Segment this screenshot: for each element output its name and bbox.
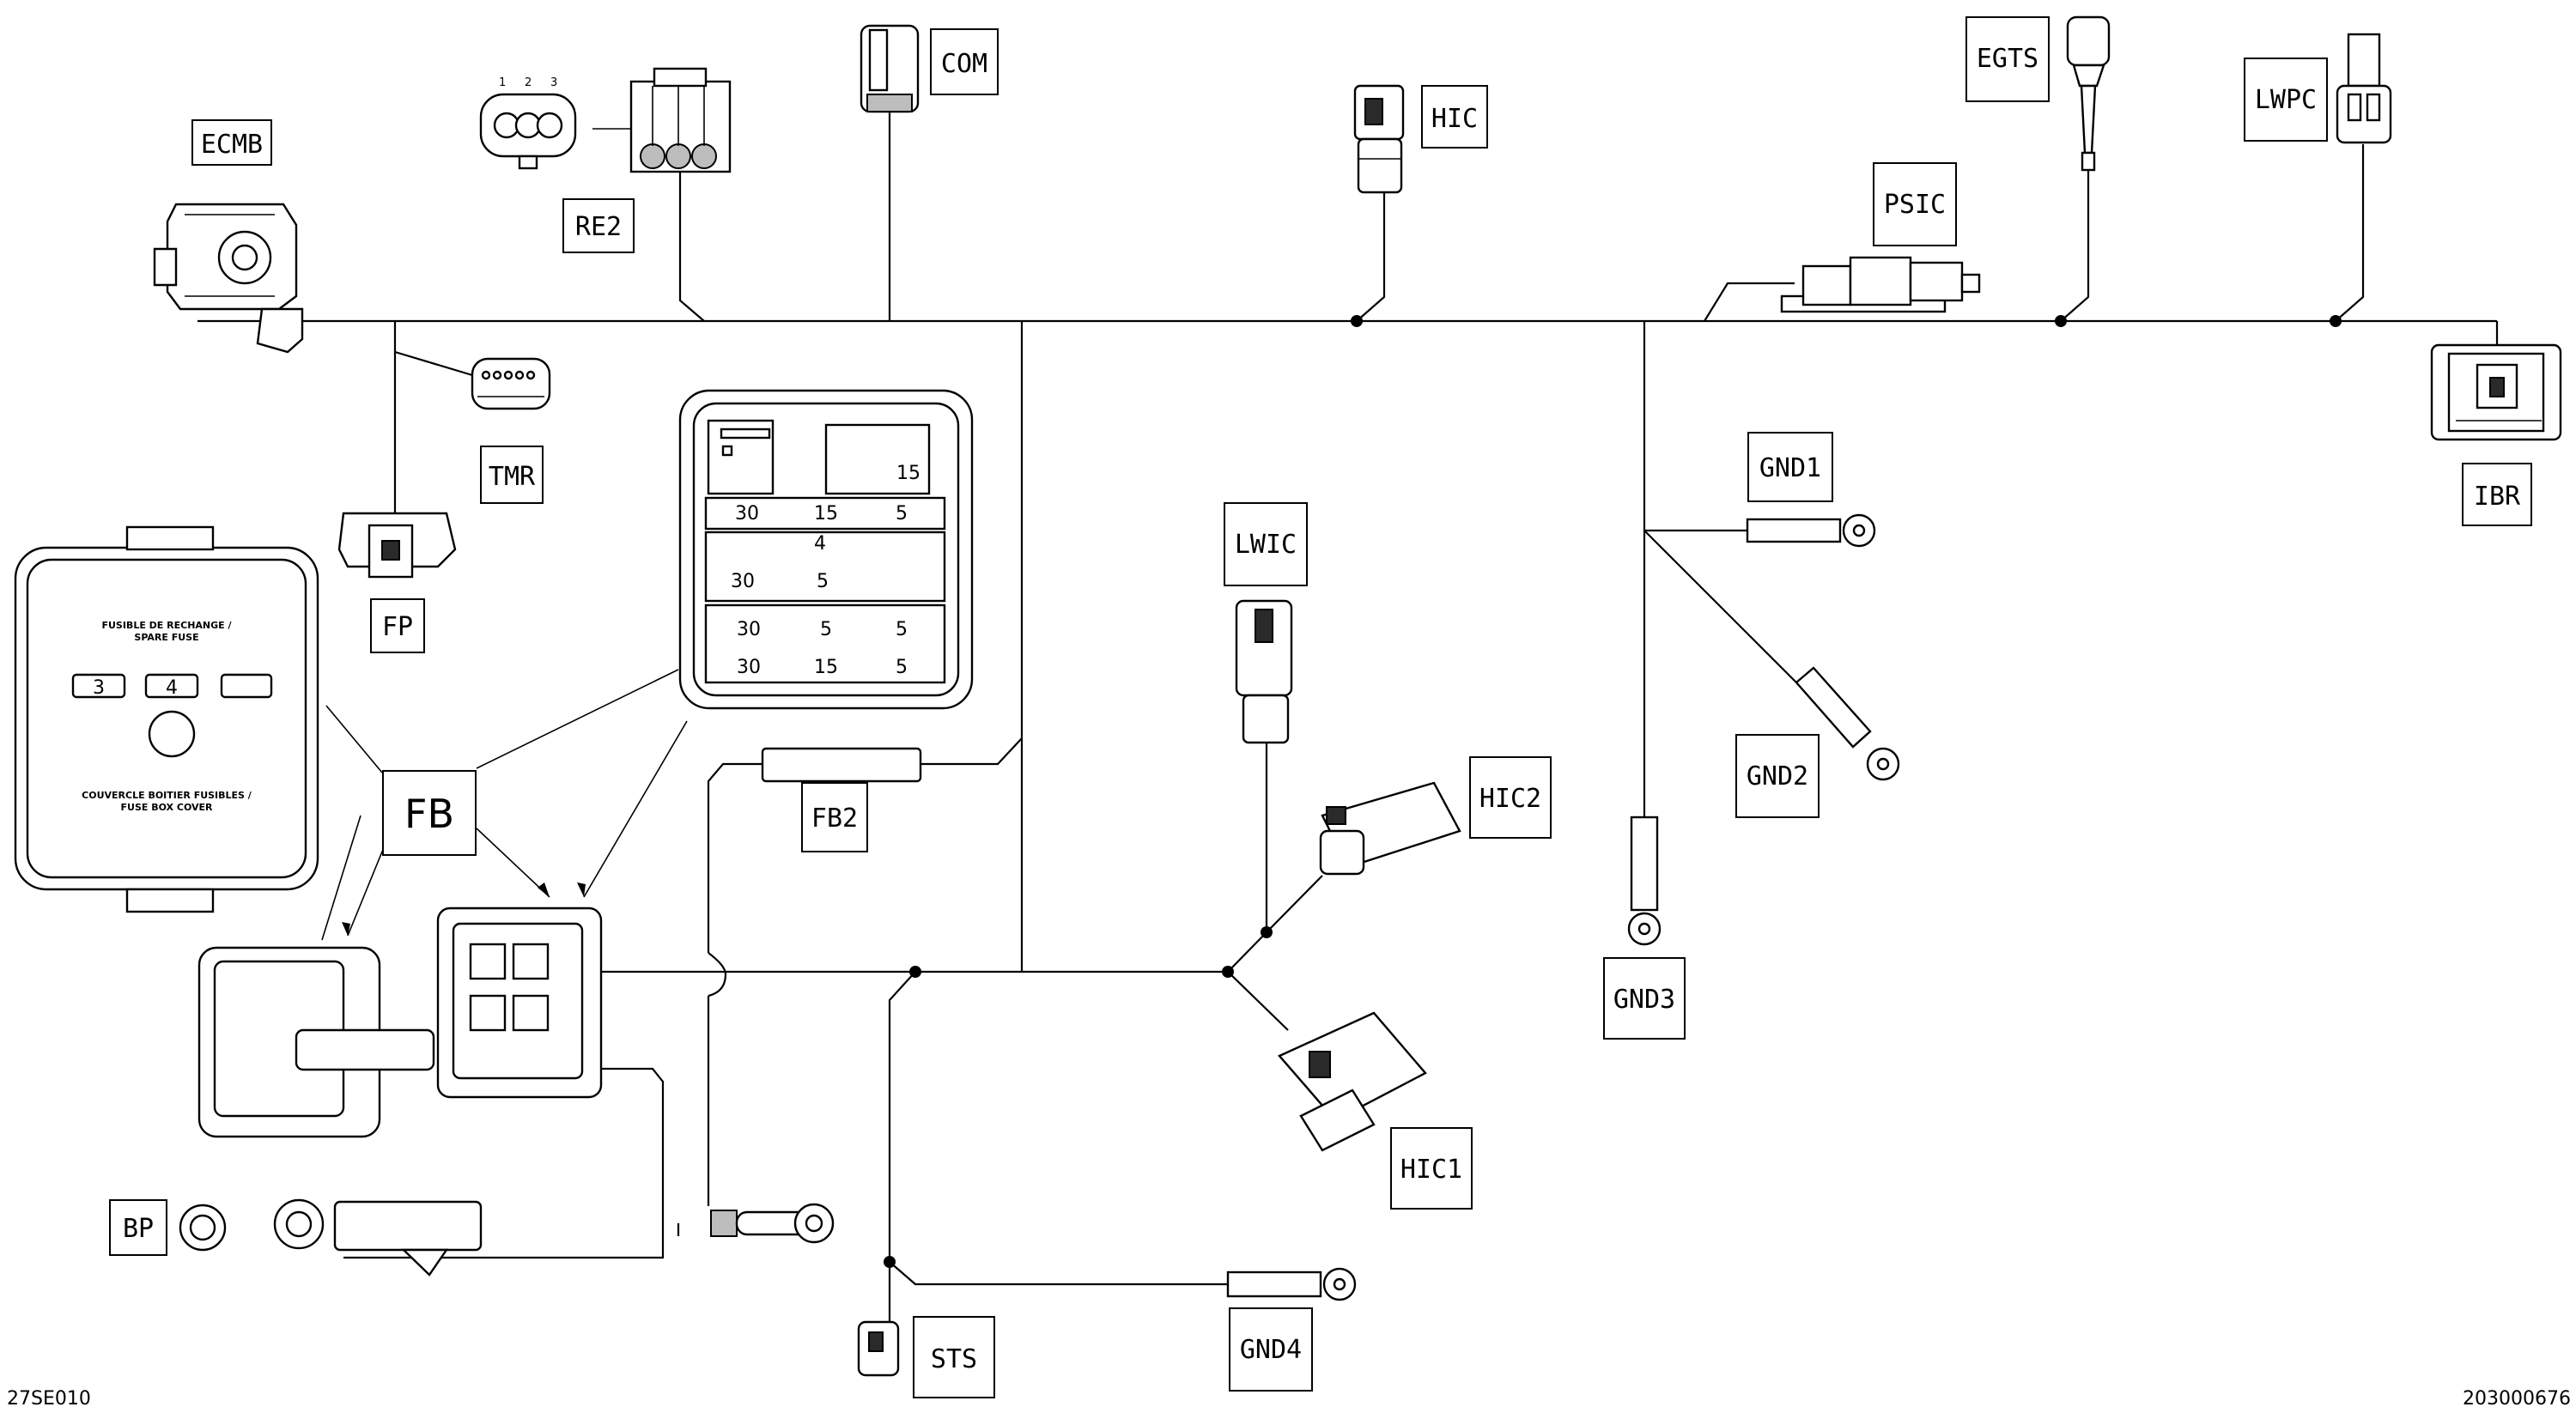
- fuse-r4-b: 15: [814, 657, 838, 678]
- gnd1-ring-terminal-icon: [1746, 513, 1876, 548]
- label-ecmb: ECMB: [191, 119, 272, 166]
- re2-pin-3: 3: [550, 76, 557, 89]
- lwic-connector-icon: [1235, 599, 1293, 744]
- svg-text:GND4: GND4: [1240, 1335, 1302, 1365]
- egts-sensor-icon: [2066, 15, 2111, 172]
- svg-text:FB: FB: [404, 791, 454, 837]
- label-tmr: TMR: [480, 446, 544, 504]
- bp-battery-terminal-icon: [179, 1198, 483, 1277]
- svg-text:HIC: HIC: [1431, 104, 1478, 134]
- figure-code-right: 203000676: [2463, 1388, 2571, 1410]
- fuse-r2-a: 30: [731, 571, 755, 592]
- svg-text:LWIC: LWIC: [1235, 530, 1297, 560]
- label-psic: PSIC: [1873, 162, 1957, 246]
- fuse-r3-a: 30: [737, 619, 761, 640]
- svg-text:GND1: GND1: [1759, 453, 1821, 483]
- spare-fuse-value-a: 3: [93, 677, 105, 699]
- fb-connector-housings-icon: [197, 907, 603, 1138]
- gnd2-ring-terminal-icon: [1795, 666, 1900, 781]
- svg-text:FB2: FB2: [811, 804, 858, 834]
- label-sts: STS: [913, 1316, 995, 1398]
- tmr-connector-icon: [471, 357, 551, 410]
- cover-label-fr: COUVERCLE BOITIER FUSIBLES /: [82, 790, 252, 801]
- fp-connector-icon: [337, 512, 457, 579]
- label-bp: BP: [109, 1199, 167, 1256]
- svg-text:STS: STS: [931, 1344, 977, 1374]
- re2-connector-icon: 1 2 3: [479, 67, 732, 173]
- label-hic: HIC: [1421, 85, 1488, 149]
- com-connector-icon: [860, 24, 920, 113]
- label-hic1: HIC1: [1390, 1127, 1473, 1210]
- junction-dots: [884, 315, 2342, 1268]
- label-fp: FP: [370, 598, 425, 653]
- figure-code-left: 27SE010: [7, 1388, 91, 1410]
- svg-text:TMR: TMR: [489, 462, 536, 492]
- label-hic2: HIC2: [1469, 756, 1552, 839]
- ibr-connector-icon: [2430, 343, 2562, 441]
- fuse-r2-top: 4: [814, 533, 826, 555]
- hic2-connector-icon: [1319, 781, 1461, 876]
- label-fb2: FB2: [801, 782, 868, 852]
- label-gnd4: GND4: [1229, 1307, 1313, 1392]
- spare-fuse-value-b: 4: [166, 677, 178, 699]
- svg-text:HIC1: HIC1: [1400, 1155, 1462, 1185]
- svg-text:GND2: GND2: [1747, 761, 1808, 791]
- hic1-connector-icon: [1278, 1011, 1427, 1152]
- fuse-r4-c: 5: [896, 657, 908, 678]
- re2-pin-1: 1: [499, 76, 506, 89]
- label-lwpc: LWPC: [2244, 58, 2328, 142]
- gnd4-ring-terminal-icon: [1226, 1267, 1357, 1301]
- svg-text:COM: COM: [941, 49, 987, 79]
- sts-connector-icon: [857, 1320, 900, 1377]
- svg-text:FP: FP: [382, 612, 413, 642]
- label-com: COM: [930, 28, 999, 95]
- svg-text:GND3: GND3: [1613, 985, 1675, 1015]
- svg-text:PSIC: PSIC: [1884, 190, 1946, 220]
- svg-text:RE2: RE2: [575, 212, 622, 242]
- fuse-r2-b: 5: [817, 571, 829, 592]
- label-re2: RE2: [562, 198, 635, 253]
- fuse-box-cover-icon: FUSIBLE DE RECHANGE / SPARE FUSE 3 4 COU…: [14, 525, 319, 913]
- spare-fuse-label-fr: FUSIBLE DE RECHANGE /: [101, 620, 232, 631]
- label-gnd3: GND3: [1603, 957, 1686, 1040]
- fuse-r1-b: 15: [814, 503, 838, 525]
- label-lwic: LWIC: [1224, 502, 1308, 586]
- re2-pin-2: 2: [525, 76, 532, 89]
- svg-text:ECMB: ECMB: [201, 130, 263, 160]
- fb2-inline-fuse-icon: [761, 747, 922, 783]
- fuse-r3-b: 5: [820, 619, 832, 640]
- fuse-r1-a: 30: [735, 503, 759, 525]
- fuse-r3-c: 5: [896, 619, 908, 640]
- lwpc-connector-icon: [2336, 33, 2392, 144]
- fuse-box-icon: 15 30 15 5 4 30 5 30 5 5 30 15 5: [678, 389, 974, 710]
- cover-label-en: FUSE BOX COVER: [121, 802, 214, 813]
- ecmb-connector-icon: [153, 203, 304, 354]
- label-gnd1: GND1: [1747, 432, 1833, 502]
- psic-connector-icon: [1780, 256, 1981, 313]
- svg-text:HIC2: HIC2: [1479, 784, 1541, 814]
- label-ibr: IBR: [2462, 463, 2532, 526]
- fuse-r1-c: 5: [896, 503, 908, 525]
- label-egts: EGTS: [1965, 16, 2050, 102]
- fuse-r4-a: 30: [737, 657, 761, 678]
- ring-terminal-icon: [710, 1203, 835, 1244]
- svg-text:EGTS: EGTS: [1977, 44, 2038, 74]
- label-gnd2: GND2: [1735, 734, 1820, 818]
- fuse-top-rating: 15: [896, 463, 920, 484]
- hic-connector-icon: [1353, 84, 1405, 194]
- svg-text:BP: BP: [123, 1214, 154, 1244]
- spare-fuse-label-en: SPARE FUSE: [134, 632, 198, 643]
- svg-text:IBR: IBR: [2474, 482, 2521, 512]
- gnd3-ring-terminal-icon: [1627, 816, 1662, 946]
- svg-text:LWPC: LWPC: [2255, 85, 2317, 115]
- label-fb: FB: [382, 770, 477, 856]
